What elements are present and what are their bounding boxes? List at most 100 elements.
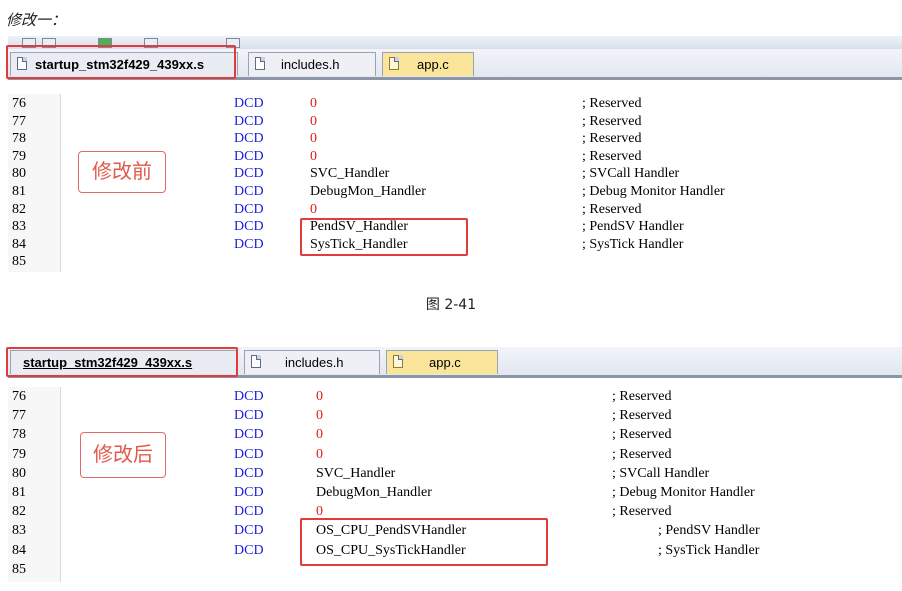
- callout-before: 修改前: [78, 151, 166, 193]
- directive-keyword: DCD: [234, 113, 264, 129]
- operand: 0: [316, 446, 323, 462]
- tab-startup-file[interactable]: startup_stm32f429_439xx.s: [10, 350, 238, 374]
- line-number: 85: [12, 561, 26, 577]
- comment: ; Reserved: [612, 446, 672, 462]
- line-number: 78: [12, 427, 26, 443]
- line-number: 83: [12, 219, 26, 235]
- directive-keyword: DCD: [234, 166, 264, 182]
- comment: ; Reserved: [612, 389, 672, 404]
- operand: OS_CPU_PendSVHandler: [316, 523, 467, 539]
- line-number: 80: [12, 465, 26, 481]
- line-number-gutter: [8, 387, 61, 582]
- file-tab-bar: startup_stm32f429_439xx.s includes.h app…: [8, 347, 902, 378]
- file-icon: [17, 57, 27, 70]
- line-number: 77: [12, 408, 26, 424]
- toolbar-button[interactable]: [22, 38, 36, 48]
- operand: 0: [310, 113, 317, 129]
- directive-keyword: DCD: [234, 201, 264, 217]
- callout-after: 修改后: [80, 432, 166, 478]
- tab-app-c[interactable]: app.c: [386, 350, 498, 374]
- operand: 0: [316, 389, 323, 404]
- doc-heading: 修改一：: [6, 11, 67, 29]
- comment: ; Reserved: [582, 131, 642, 147]
- directive-keyword: DCD: [234, 446, 264, 462]
- directive-keyword: DCD: [234, 184, 264, 199]
- tab-label: startup_stm32f429_439xx.s: [23, 355, 193, 370]
- comment: ; SVCall Handler: [612, 465, 710, 481]
- line-number: 84: [12, 236, 26, 252]
- file-icon: [393, 355, 403, 368]
- code-line: 85: [8, 253, 888, 271]
- operand: 0: [310, 131, 317, 147]
- code-line: 85: [8, 561, 888, 579]
- line-number-gutter: [8, 94, 61, 272]
- directive-keyword: DCD: [234, 389, 264, 404]
- line-number: 77: [12, 113, 26, 129]
- directive-keyword: DCD: [234, 148, 264, 164]
- tab-includes-h[interactable]: includes.h: [248, 52, 376, 76]
- file-icon: [255, 57, 265, 70]
- operand: 0: [310, 96, 317, 111]
- figure-caption: 图 2-41: [425, 297, 477, 313]
- comment: ; SVCall Handler: [582, 166, 680, 182]
- line-number: 82: [12, 201, 26, 217]
- directive-keyword: DCD: [234, 427, 264, 443]
- directive-keyword: DCD: [234, 219, 264, 235]
- tab-label: includes.h: [281, 57, 340, 72]
- directive-keyword: DCD: [234, 504, 264, 520]
- operand: PendSV_Handler: [310, 219, 408, 235]
- editor-panel-after: startup_stm32f429_439xx.s includes.h app…: [0, 345, 902, 582]
- line-number: 81: [12, 184, 26, 199]
- comment: ; PendSV Handler: [658, 523, 760, 539]
- line-number: 78: [12, 131, 26, 147]
- tab-app-c[interactable]: app.c: [382, 52, 474, 76]
- operand: 0: [316, 504, 323, 520]
- line-number: 81: [12, 485, 26, 500]
- comment: ; Reserved: [612, 408, 672, 424]
- code-line: 77 DCD 0 ; Reserved: [8, 113, 888, 131]
- line-number: 76: [12, 96, 26, 111]
- highlight-box-tab: [6, 45, 236, 79]
- toolbar-button[interactable]: [42, 38, 56, 48]
- operand: OS_CPU_SysTickHandler: [316, 542, 466, 558]
- comment: ; Reserved: [582, 96, 642, 111]
- comment: ; Debug Monitor Handler: [612, 485, 755, 500]
- operand: 0: [310, 148, 317, 164]
- line-number: 83: [12, 523, 26, 539]
- toolbar-button[interactable]: [144, 38, 158, 48]
- operand: SysTick_Handler: [310, 236, 408, 252]
- code-line: 76 DCD 0 ; Reserved: [8, 388, 888, 406]
- line-number: 80: [12, 166, 26, 182]
- toolbar-button[interactable]: [226, 38, 240, 48]
- line-number: 76: [12, 389, 26, 404]
- comment: ; Reserved: [582, 113, 642, 129]
- toolbar-button[interactable]: [98, 38, 112, 48]
- directive-keyword: DCD: [234, 408, 264, 424]
- tab-startup-file[interactable]: startup_stm32f429_439xx.s: [10, 52, 238, 76]
- file-icon: [389, 57, 399, 70]
- comment: ; SysTick Handler: [658, 542, 760, 558]
- directive-keyword: DCD: [234, 485, 264, 500]
- operand: DebugMon_Handler: [310, 184, 426, 199]
- line-number: 84: [12, 542, 26, 558]
- comment: ; PendSV Handler: [582, 219, 684, 235]
- directive-keyword: DCD: [234, 236, 264, 252]
- comment: ; Reserved: [612, 504, 672, 520]
- tab-includes-h[interactable]: includes.h: [244, 350, 380, 374]
- highlight-box-handlers: [300, 218, 468, 256]
- highlight-box-tab: [6, 347, 238, 377]
- operand: 0: [310, 201, 317, 217]
- code-line: 83 DCD PendSV_Handler ; PendSV Handler: [8, 218, 888, 236]
